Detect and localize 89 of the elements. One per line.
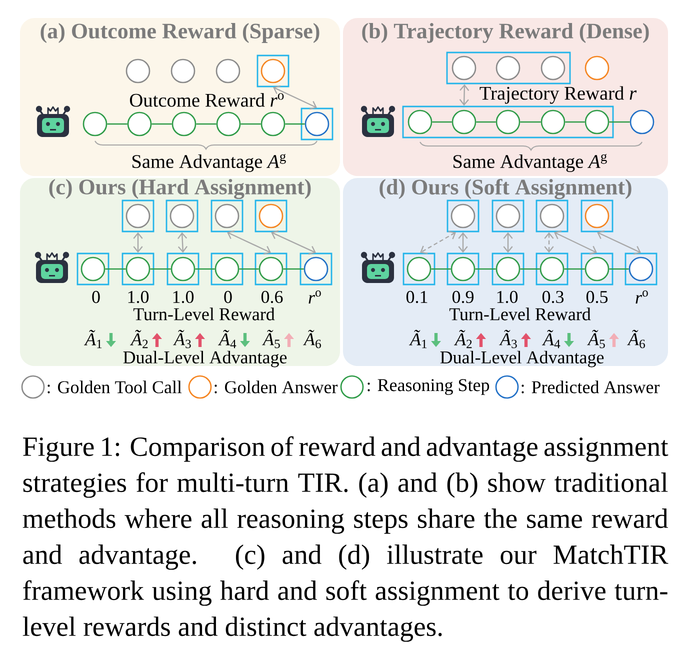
reward-value: 0.9 — [452, 290, 474, 304]
double-arrow — [271, 230, 316, 255]
legend-text: : Golden Answer — [214, 380, 338, 394]
predicted-answer-circle — [630, 110, 654, 134]
double-arrow — [227, 230, 271, 255]
reward-value: 0 — [92, 290, 100, 304]
advantage-symbol: Ã$_{5}$ — [262, 330, 280, 348]
reward-value: 0 — [224, 290, 232, 304]
connector-line — [609, 121, 630, 123]
double-arrow — [273, 85, 317, 110]
connector-line — [152, 123, 172, 125]
reward-value: 0.3 — [542, 290, 564, 304]
reward-value: r$^{o}$ — [636, 290, 648, 304]
connector-line — [432, 121, 452, 123]
connector-line — [150, 268, 171, 270]
step-circle — [172, 112, 196, 136]
caption: Figure 1: Comparison of reward and advantage assignment strategies for multi-turn TIR. (a) and (b) show traditional methods where all reasoning steps share the same reward and advantage. (c) and (d) illustrate our MatchTIR framework using hard and soft assignment to derive turn-level rewards and distinct advantages. — [22, 436, 668, 642]
reward-label: Turn-Level Reward — [449, 308, 591, 320]
connector-line — [564, 268, 585, 270]
advantage-symbol: Ã$_{5}$ — [587, 330, 605, 348]
connector-line — [239, 268, 259, 270]
double-arrow — [178, 232, 188, 253]
connector-line — [240, 123, 261, 125]
double-arrow — [503, 232, 513, 253]
step-circle — [496, 110, 520, 134]
advantage-label: Dual-Level Advantage — [440, 350, 604, 368]
step-circle — [540, 110, 566, 134]
reward-label: Turn-Level Reward — [133, 308, 275, 320]
advantage-label: Same Advantage A$^{g}$ — [132, 154, 286, 172]
step-circle — [584, 110, 610, 134]
connector-line — [105, 268, 126, 270]
connector-line — [285, 123, 305, 125]
legend-text: : Reasoning Step — [368, 379, 490, 395]
step-circle — [82, 112, 108, 136]
legend-text: : Golden Tool Call — [48, 380, 182, 394]
reward-value: r$^{o}$ — [308, 290, 321, 304]
advantage-label: Dual-Level Advantage — [123, 350, 287, 368]
double-arrow — [458, 232, 468, 253]
advantage-symbol: Ã$_{1}$ — [84, 330, 102, 348]
reward-value: 1.0 — [128, 290, 149, 304]
double-arrow — [597, 230, 642, 255]
advantage-symbol: Ã$_{2}$ — [454, 330, 472, 348]
connector-line — [195, 268, 215, 270]
connector-line — [565, 121, 585, 123]
connector-line — [283, 268, 304, 270]
tool-call-circle — [452, 56, 476, 80]
tool-call-circle — [216, 58, 240, 84]
highlight-box — [402, 106, 614, 138]
advantage-label: Same Advantage A$^{g}$ — [453, 154, 607, 172]
connector-line — [431, 268, 451, 270]
advantage-symbol: Ã$_{3}$ — [173, 330, 191, 348]
advantage-symbol: Ã$_{6}$ — [627, 330, 645, 348]
reward-value: 0.6 — [261, 290, 283, 304]
highlight-box — [446, 52, 571, 84]
step-circle — [216, 112, 241, 136]
connector-line — [609, 268, 629, 270]
step-circle — [260, 112, 286, 136]
tool-call-circle — [126, 58, 150, 84]
advantage-symbol: Ã$_{2}$ — [130, 330, 148, 348]
connector-line — [107, 123, 128, 125]
double-arrow — [133, 232, 143, 253]
advantage-symbol: Ã$_{1}$ — [409, 330, 427, 348]
advantage-symbol: Ã$_{4}$ — [218, 330, 236, 348]
dashed-double-arrow — [544, 232, 554, 253]
reward-value: 1.0 — [497, 290, 518, 304]
connector-line — [520, 121, 541, 123]
reward-value: 0.1 — [406, 290, 428, 304]
step-circle — [408, 110, 432, 134]
connector-line — [475, 268, 496, 270]
legend-text: : Predicted Answer — [522, 380, 660, 394]
tool-call-circle — [170, 58, 196, 84]
double-arrow — [554, 230, 598, 255]
advantage-symbol: Ã$_{4}$ — [542, 330, 560, 348]
step-circle — [452, 110, 476, 134]
answer-circle — [584, 56, 610, 80]
connector-line — [476, 121, 496, 123]
step-circle — [127, 112, 152, 136]
reward-label: Trajectory Reward r — [480, 86, 637, 104]
connector-line — [520, 268, 540, 270]
reward-value: 1.0 — [173, 290, 194, 304]
advantage-symbol: Ã$_{3}$ — [499, 330, 517, 348]
reward-value: 0.5 — [586, 290, 608, 304]
tool-call-circle — [540, 56, 566, 80]
connector-line — [196, 123, 216, 125]
tool-call-circle — [496, 56, 520, 80]
dashed-double-arrow — [420, 230, 456, 254]
double-arrow — [459, 84, 470, 106]
reward-label: Outcome Reward r$^{o}$ — [130, 93, 284, 107]
advantage-symbol: Ã$_{6}$ — [303, 330, 321, 348]
